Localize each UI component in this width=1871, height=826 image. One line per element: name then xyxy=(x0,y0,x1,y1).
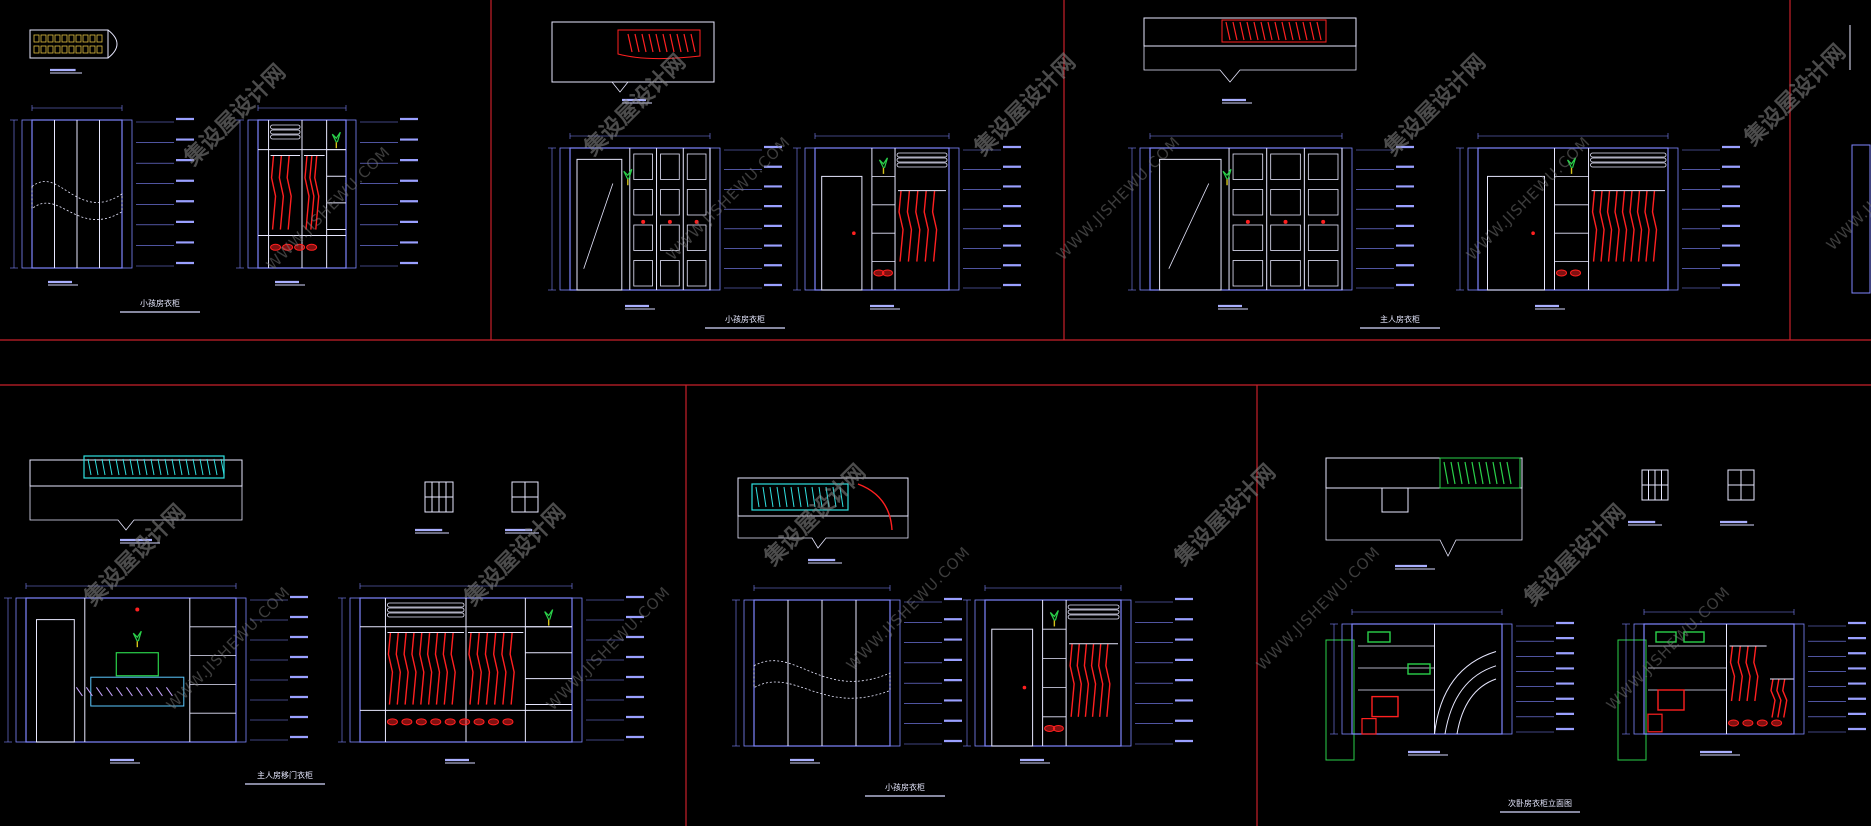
panel-2-plan xyxy=(551,21,900,310)
watermark-cn: 集设屋设计网 xyxy=(458,499,570,611)
watermark-cn: 集设屋设计网 xyxy=(178,59,290,171)
panel-caption-p5: 小孩房衣柜 xyxy=(885,782,925,792)
panel-caption-p4: 主人房移门衣柜 xyxy=(257,770,313,780)
panel-6-elevation-a xyxy=(1330,609,1574,735)
wardrobe-drawings xyxy=(4,17,1871,764)
panel-6-plan xyxy=(1325,457,1754,761)
panel-4-elevation-a xyxy=(4,583,308,743)
panel-4-elevation-b xyxy=(338,583,644,743)
panel-caption-p6: 次卧房衣柜立面图 xyxy=(1508,798,1572,808)
panel-4-plan-strip xyxy=(83,455,225,479)
panel-5-plan xyxy=(737,477,1050,764)
watermark-en: WWW.JISHEWU.COM xyxy=(1053,133,1184,264)
watermark-cn: 集设屋设计网 xyxy=(1518,499,1630,611)
watermark-cn: 集设屋设计网 xyxy=(758,459,870,571)
watermark-cn: 集设屋设计网 xyxy=(78,499,190,611)
watermark-en: WWW.JISHEWU.COM xyxy=(843,543,974,674)
panel-4-door-a xyxy=(424,481,454,513)
panel-1-plan xyxy=(29,29,305,286)
watermark-en: WWW.JISHEWU.COM xyxy=(1603,583,1734,714)
watermark-cn: 集设屋设计网 xyxy=(1168,459,1280,571)
watermark-en: WWW.JISHEWU.COM xyxy=(163,583,294,714)
watermark-en: WWW.JISHEWU.COM xyxy=(543,583,674,714)
panel-caption-p2: 小孩房衣柜 xyxy=(725,314,765,324)
panel-caption-p3: 主人房衣柜 xyxy=(1380,314,1420,324)
watermark-en: WWW.JISHEWU.COM xyxy=(1253,543,1384,674)
watermark-en: WWW.JISHEWU.COM xyxy=(1823,123,1871,254)
watermark-en: WWW.JISHEWU.COM xyxy=(663,133,794,264)
watermark-cn: 集设屋设计网 xyxy=(1738,39,1850,151)
panel-6-elevation-b xyxy=(1622,609,1866,735)
panel-5-elevation-a xyxy=(732,585,962,747)
watermark-cn: 集设屋设计网 xyxy=(578,49,690,161)
watermark-layer: 集设屋设计网WWW.JISHEWU.COM集设屋设计网WWW.JISHEWU.C… xyxy=(78,39,1871,714)
panel-3-elevation-b xyxy=(1456,133,1740,291)
panel-6-door-a xyxy=(1641,469,1669,501)
panel-captions: 小孩房衣柜小孩房衣柜主人房衣柜主人房移门衣柜小孩房衣柜次卧房衣柜立面图 xyxy=(120,298,1580,813)
panel-5-plan-strip xyxy=(751,483,849,511)
panel-5-elevation-b xyxy=(963,585,1193,747)
panel-7-partial xyxy=(1849,25,1871,294)
panel-1-elevation-a xyxy=(10,105,194,269)
watermark-cn: 集设屋设计网 xyxy=(1378,49,1490,161)
panel-1-elevation-b xyxy=(236,105,418,269)
panel-4-door-b xyxy=(511,481,539,513)
panel-3-elevation-a xyxy=(1128,133,1414,291)
watermark-en: WWW.JISHEWU.COM xyxy=(1463,133,1594,264)
panel-6-door-b xyxy=(1727,469,1755,501)
panel-4-plan xyxy=(29,459,539,764)
panel-caption-p1: 小孩房衣柜 xyxy=(140,298,180,308)
panel-3-plan xyxy=(1143,17,1565,310)
panel-2-elevation-a xyxy=(548,133,782,291)
panel-2-elevation-b xyxy=(793,133,1021,291)
